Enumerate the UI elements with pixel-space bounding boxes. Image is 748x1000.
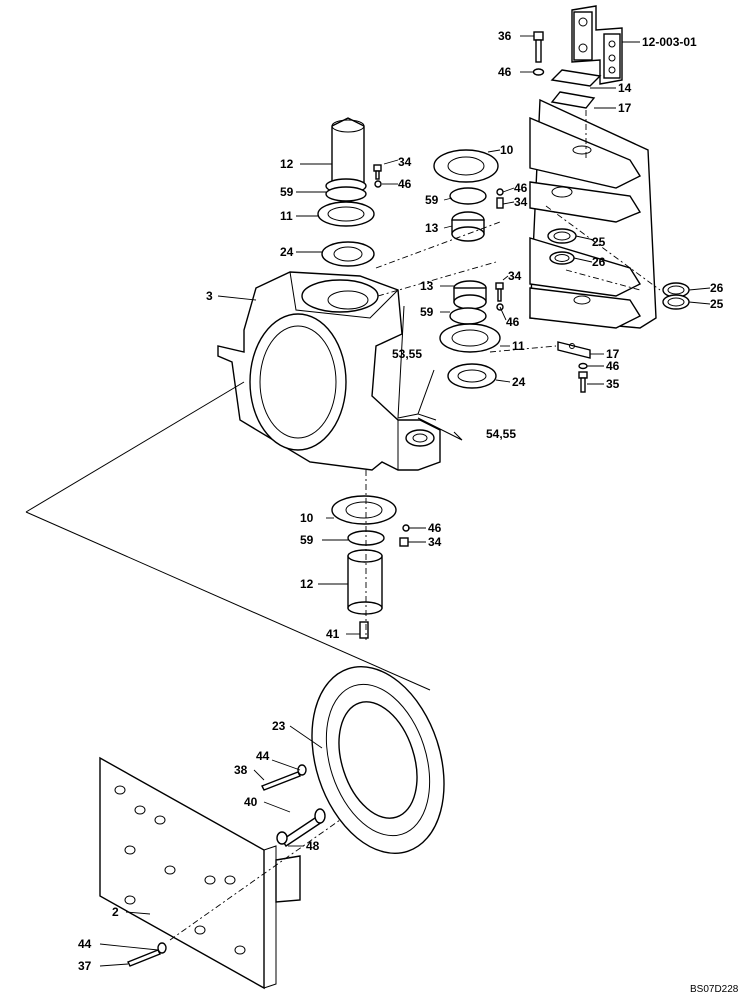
swing-bracket-body (217, 271, 441, 471)
mid-right-stack (439, 280, 501, 389)
callout-17: 17 (618, 101, 632, 115)
hinge-bracket (550, 5, 623, 109)
callout-34: 34 (428, 535, 442, 549)
callout-26: 26 (592, 255, 606, 269)
callout-46: 46 (506, 315, 520, 329)
callout-3: 3 (206, 289, 213, 303)
callout-10: 10 (300, 511, 314, 525)
boom-foot-plate (529, 98, 657, 329)
left-pin-stack (317, 117, 375, 267)
callout-36: 36 (498, 29, 512, 43)
callout-26: 26 (710, 281, 724, 295)
top-flange-stack (433, 149, 499, 242)
bottom-pin-stack (331, 495, 410, 639)
callout-44: 44 (78, 937, 92, 951)
callout-25: 25 (592, 235, 606, 249)
callout-2: 2 (112, 905, 119, 919)
callout-48: 48 (306, 839, 320, 853)
callout-11: 11 (280, 209, 293, 223)
base-bolts (127, 764, 326, 967)
callout-54-55: 54,55 (486, 427, 516, 441)
callout-13: 13 (425, 221, 439, 235)
callout-24: 24 (512, 375, 526, 389)
callout-12: 12 (300, 577, 314, 591)
callout-46: 46 (606, 359, 620, 373)
drawing-code: BS07D228 (690, 984, 739, 995)
base-plate (99, 756, 301, 990)
callout-59: 59 (300, 533, 314, 547)
callout-59: 59 (425, 193, 439, 207)
bushings-25-26-right (662, 282, 690, 310)
alignment-lines (25, 110, 661, 941)
callout-59: 59 (420, 305, 434, 319)
callout-44: 44 (256, 749, 270, 763)
callout-17: 17 (606, 347, 620, 361)
callout-59: 59 (280, 185, 294, 199)
callout-53-55: 53,55 (392, 347, 422, 361)
callout-46: 46 (428, 521, 442, 535)
bolt-36 (532, 31, 545, 76)
callout-25: 25 (710, 297, 724, 311)
leader-lines (99, 35, 711, 967)
callout-13: 13 (420, 279, 434, 293)
callout-14: 14 (618, 81, 632, 95)
callout-46: 46 (514, 181, 528, 195)
callout-labels: 36 46 14 17 12 34 59 46 11 24 10 59 46 3… (78, 29, 739, 995)
plate-17-lower (557, 341, 591, 393)
callout-40: 40 (244, 795, 258, 809)
reference-code: 12-003-01 (642, 35, 697, 49)
callout-41: 41 (326, 627, 340, 641)
callout-37: 37 (78, 959, 92, 973)
callout-34: 34 (508, 269, 522, 283)
callout-23: 23 (272, 719, 286, 733)
callout-24: 24 (280, 245, 294, 259)
callout-38: 38 (234, 763, 248, 777)
callout-11: 11 (512, 339, 525, 353)
callout-12: 12 (280, 157, 294, 171)
callout-34: 34 (514, 195, 528, 209)
slewing-ring (311, 666, 445, 854)
callout-34: 34 (398, 155, 412, 169)
callout-46: 46 (498, 65, 512, 79)
callout-46: 46 (398, 177, 412, 191)
callout-10: 10 (500, 143, 514, 157)
callout-35: 35 (606, 377, 620, 391)
